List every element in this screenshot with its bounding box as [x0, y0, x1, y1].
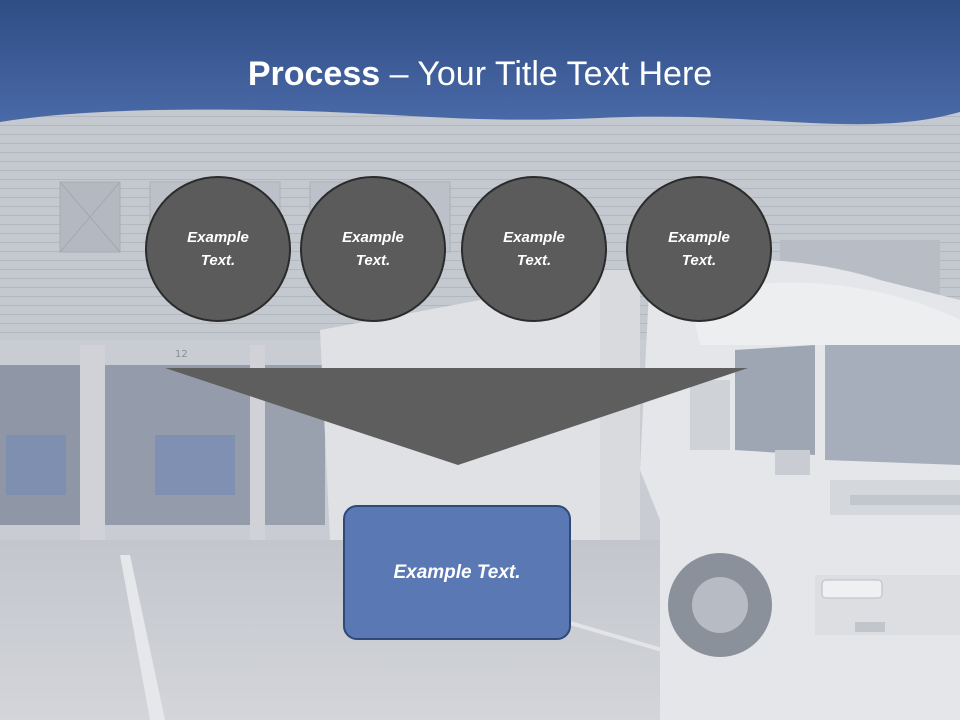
step-label: Example Text. — [503, 229, 565, 269]
result-box: Example Text. — [343, 505, 571, 640]
step-label: Example Text. — [187, 229, 249, 269]
result-label: Example Text. — [393, 561, 521, 583]
title-strong: Process — [247, 55, 381, 93]
step-label: Example Text. — [342, 229, 404, 269]
step-label: Example Text. — [668, 229, 730, 269]
svg-text:12: 12 — [175, 349, 188, 360]
slide-title: Process – Your Title Text Here — [0, 52, 960, 96]
step-circle-3: Example Text. — [461, 176, 607, 322]
title-rest: – Your Title Text Here — [380, 55, 713, 93]
step-circle-2: Example Text. — [300, 176, 446, 322]
step-circle-1: Example Text. — [145, 176, 291, 322]
step-circle-4: Example Text. — [626, 176, 772, 322]
